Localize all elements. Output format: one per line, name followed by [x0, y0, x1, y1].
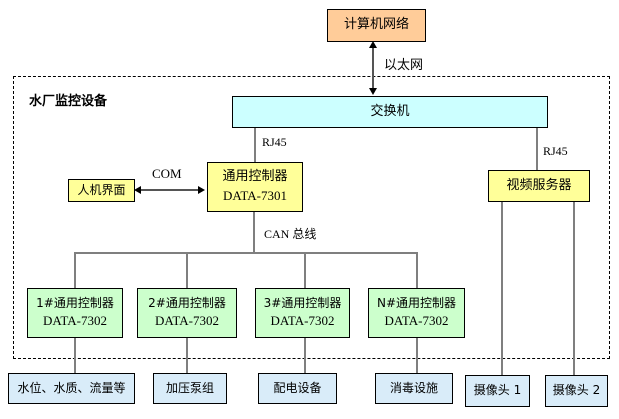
node-video-server: 视频服务器 — [488, 170, 590, 202]
can-drop-line-4 — [416, 252, 418, 288]
rj45-right-label: RJ45 — [543, 144, 568, 158]
node-main-controller-name: 通用控制器 — [222, 169, 288, 185]
sub-controller-3-model: DATA-7302 — [270, 313, 335, 329]
device-sensors-label: 水位、水质、流量等 — [17, 380, 126, 395]
sub-controller-2-model: DATA-7302 — [155, 313, 219, 329]
rj45-left-line — [254, 128, 256, 162]
camera-1-line — [501, 202, 503, 375]
can-drop-line-2 — [186, 252, 188, 288]
sub-controller-2-name: 2#通用控制器 — [148, 295, 226, 310]
com-label: COM — [152, 166, 182, 181]
node-device-disinfection: 消毒设施 — [375, 373, 453, 404]
node-main-controller-model: DATA-7301 — [223, 188, 287, 203]
node-sub-controller-n: N#通用控制器 DATA-7302 — [368, 288, 465, 338]
arrowhead-left-icon — [134, 186, 141, 194]
node-computer-network-label: 计算机网络 — [343, 17, 409, 33]
device-disinfection-label: 消毒设施 — [389, 380, 438, 395]
node-sub-controller-2: 2#通用控制器 DATA-7302 — [137, 288, 237, 338]
node-device-pump-group: 加压泵组 — [153, 373, 227, 404]
can-bus-label: CAN 总线 — [264, 227, 317, 241]
camera-2-label: 摄像头 2 — [552, 383, 601, 398]
monitoring-equipment-region — [13, 76, 610, 359]
region-title: 水厂监控设备 — [29, 94, 108, 109]
node-sub-controller-1: 1#通用控制器 DATA-7302 — [27, 288, 123, 338]
node-camera-2: 摄像头 2 — [545, 375, 608, 407]
can-drop-line-3 — [304, 252, 306, 288]
node-switch-label: 交换机 — [370, 103, 410, 119]
device-power-distribution-label: 配电设备 — [273, 380, 322, 395]
can-bus-stem-line — [253, 212, 255, 254]
can-drop-line-1 — [74, 252, 76, 288]
device-drop-line-1 — [74, 338, 76, 373]
rj45-right-line — [536, 128, 538, 170]
node-sub-controller-3: 3#通用控制器 DATA-7302 — [255, 288, 350, 338]
device-drop-line-3 — [304, 338, 306, 373]
sub-controller-n-name: N#通用控制器 — [376, 295, 457, 310]
com-link-line — [141, 189, 201, 191]
node-device-power-distribution: 配电设备 — [258, 373, 337, 404]
node-video-server-label: 视频服务器 — [506, 177, 572, 193]
sub-controller-1-name: 1#通用控制器 — [36, 295, 114, 310]
node-switch: 交换机 — [232, 96, 548, 128]
ethernet-link-line — [372, 46, 374, 90]
node-hmi: 人机界面 — [68, 179, 135, 202]
sub-controller-3-name: 3#通用控制器 — [263, 295, 342, 310]
device-drop-line-2 — [186, 338, 188, 373]
rj45-left-label: RJ45 — [262, 135, 287, 149]
node-device-sensors: 水位、水质、流量等 — [8, 373, 135, 404]
node-computer-network: 计算机网络 — [327, 9, 426, 42]
camera-2-line — [573, 202, 575, 375]
node-main-controller: 通用控制器 DATA-7301 — [207, 162, 303, 212]
device-pump-group-label: 加压泵组 — [165, 380, 214, 395]
can-bus-horizontal-line — [74, 252, 418, 254]
arrowhead-down-icon — [369, 88, 377, 95]
arrowhead-right-icon — [198, 186, 205, 194]
sub-controller-1-model: DATA-7302 — [43, 313, 107, 329]
sub-controller-n-model: DATA-7302 — [384, 313, 449, 329]
ethernet-label: 以太网 — [384, 57, 424, 72]
node-camera-1: 摄像头 1 — [465, 375, 530, 407]
arrowhead-up-icon — [369, 41, 377, 48]
camera-1-label: 摄像头 1 — [473, 383, 522, 398]
node-hmi-label: 人机界面 — [77, 182, 126, 197]
device-drop-line-4 — [416, 338, 418, 373]
